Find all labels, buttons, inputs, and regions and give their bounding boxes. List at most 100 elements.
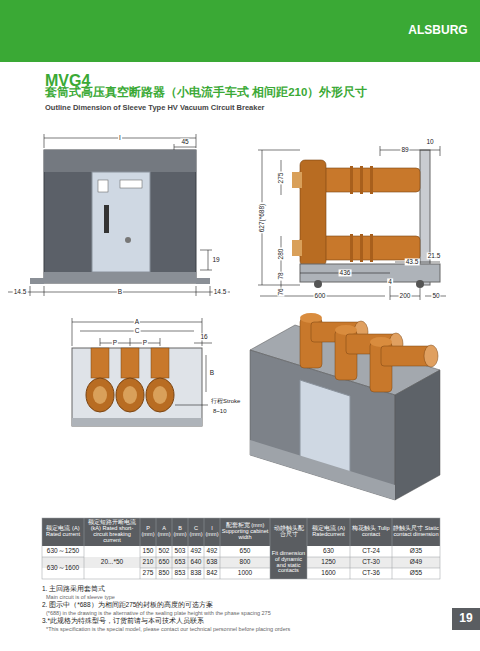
dimension-label: B [209, 369, 215, 376]
table-cell: 650 [156, 557, 172, 568]
drawing-stroke [42, 557, 84, 558]
drawing-stroke [258, 150, 300, 151]
subtitle-en: Outline Dimension of Sleeve Type HV Vacu… [45, 104, 265, 112]
drawing-stroke [92, 172, 150, 272]
dimension-label: 76 [277, 287, 284, 296]
drawing-stroke [392, 518, 393, 579]
drawing-stroke [250, 313, 440, 500]
drawing-stroke [93, 386, 107, 404]
table-cell: Ø49 [392, 557, 440, 568]
dimension-label: 275 [277, 172, 284, 185]
drawing-stroke [44, 272, 196, 283]
table-cell: 630～1250 [42, 546, 84, 557]
dimension-label: P [112, 339, 118, 346]
note-en: (*688) in the drawing is the alternative… [46, 610, 271, 616]
drawing-stroke [30, 150, 210, 284]
drawing-stroke [452, 608, 480, 630]
drawing-stroke [204, 518, 205, 579]
table-header-cell: 梅花触头 Tulip contact [350, 518, 392, 546]
dimension-label: B [117, 288, 123, 295]
table-cell: CT-24 [350, 546, 392, 557]
stroke-label: 行程Stroke [210, 398, 241, 405]
drawing-stroke [307, 518, 308, 579]
table-cell: 502 [156, 546, 172, 557]
drawing-stroke [395, 370, 440, 500]
drawing-stroke [42, 518, 440, 546]
drawing-stroke [151, 348, 169, 378]
dimension-label: 280 [277, 248, 284, 261]
dimension-label: I [118, 134, 122, 141]
drawing-stroke [360, 166, 363, 194]
drawing-stroke [44, 134, 45, 148]
drawing-stroke [72, 318, 212, 405]
drawing-stroke [121, 348, 139, 378]
drawing-stroke [307, 557, 440, 558]
table-cell: 800 [220, 557, 270, 568]
drawing-stroke [258, 285, 300, 286]
drawing-stroke [196, 286, 197, 296]
table-cell: 653 [172, 557, 188, 568]
table-cell: 1000 [220, 568, 270, 579]
table-cell: 630～1600 [42, 557, 84, 579]
drawing-stroke [314, 280, 322, 288]
dimension-label: 627(*688) [258, 203, 265, 234]
dimension-label: 4 [387, 278, 393, 285]
drawing-stroke [210, 286, 211, 296]
drawing-stroke [370, 337, 438, 392]
table-header-cell: C (mm) [188, 518, 204, 546]
drawing-stroke [72, 348, 202, 426]
drawing-stroke [130, 338, 131, 346]
drawing-stroke [100, 338, 101, 346]
drawing-stroke [84, 518, 85, 579]
dimension-label: 14.5 [13, 288, 28, 295]
drawing-stroke [206, 355, 207, 392]
drawing-stroke [175, 405, 208, 406]
drawing-stroke [300, 313, 322, 323]
drawing-stroke [44, 150, 196, 172]
drawing-stroke [250, 440, 395, 500]
table-header-cell: Fit dimension of dynamic and static cont… [270, 546, 307, 579]
table-cell: 650 [220, 546, 270, 557]
drawing-stroke [125, 237, 131, 243]
table-header-cell: 配套柜宽 (mm) Supporting cabinet width [220, 518, 270, 546]
drawing-stroke [120, 180, 142, 188]
table-cell: 838 [188, 568, 204, 579]
drawing-stroke [300, 160, 326, 266]
drawing-stroke [370, 234, 373, 262]
dimension-label: 43.5 [405, 258, 420, 265]
drawing-stroke [86, 378, 114, 412]
table-cell: CT-36 [350, 568, 392, 579]
table-cell: 630 [307, 546, 350, 557]
dimension-label: 78 [277, 271, 284, 280]
table-header-cell: P (mm) [140, 518, 156, 546]
drawing-stroke [350, 166, 373, 262]
dimension-label: P [142, 339, 148, 346]
drawing-stroke [172, 518, 173, 579]
drawing-stroke [153, 386, 167, 404]
table-header-cell: B (mm) [172, 518, 188, 546]
table-header-cell: 额定电流 (A) Ratedcurrent [307, 518, 350, 546]
drawing-stroke [381, 346, 431, 366]
table-cell: 850 [156, 568, 172, 579]
drawing-stroke [370, 337, 392, 347]
table-cell: 638 [204, 557, 220, 568]
drawing-stroke [208, 250, 209, 270]
table-cell: CT-30 [350, 557, 392, 568]
dimension-label: 16 [199, 333, 208, 340]
table-cell: Ø35 [392, 546, 440, 557]
drawing-stroke [200, 270, 212, 271]
drawing-stroke [30, 278, 44, 284]
drawing-stroke [380, 150, 440, 151]
table-cell: 640 [188, 557, 204, 568]
table-cell: 150 [140, 546, 156, 557]
drawing-stroke [440, 146, 441, 156]
note-en: Main circuit is of sleeve type [46, 594, 115, 600]
drawing-stroke [160, 338, 161, 346]
drawing-stroke [307, 568, 440, 569]
note: 1. 主回路采用套筒式 [42, 585, 105, 592]
drawing-stroke [258, 146, 446, 300]
table-cell: 1600 [307, 568, 350, 579]
dimension-label: 200 [399, 292, 412, 299]
drawing-stroke [8, 134, 230, 296]
drawing-stroke [370, 166, 373, 194]
